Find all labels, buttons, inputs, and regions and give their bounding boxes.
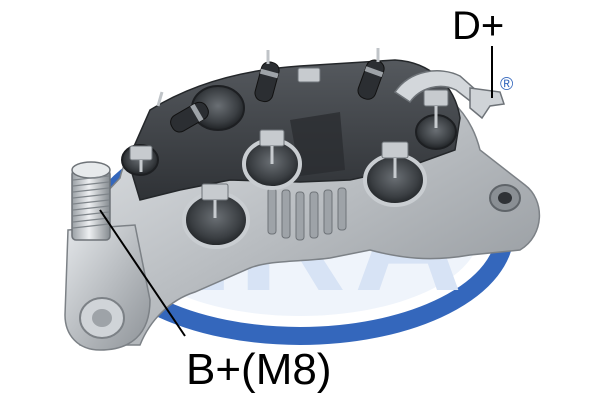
b-plus-callout-line bbox=[99, 209, 186, 337]
logo-registered-mark: ® bbox=[500, 74, 513, 94]
d-plus-terminal bbox=[393, 70, 505, 120]
b-plus-stud bbox=[71, 161, 111, 241]
b-plus-label: B+(M8) bbox=[186, 345, 332, 394]
axial-diodes bbox=[156, 48, 385, 133]
d-plus-label: D+ bbox=[452, 4, 505, 48]
diode-terminals bbox=[129, 67, 449, 218]
